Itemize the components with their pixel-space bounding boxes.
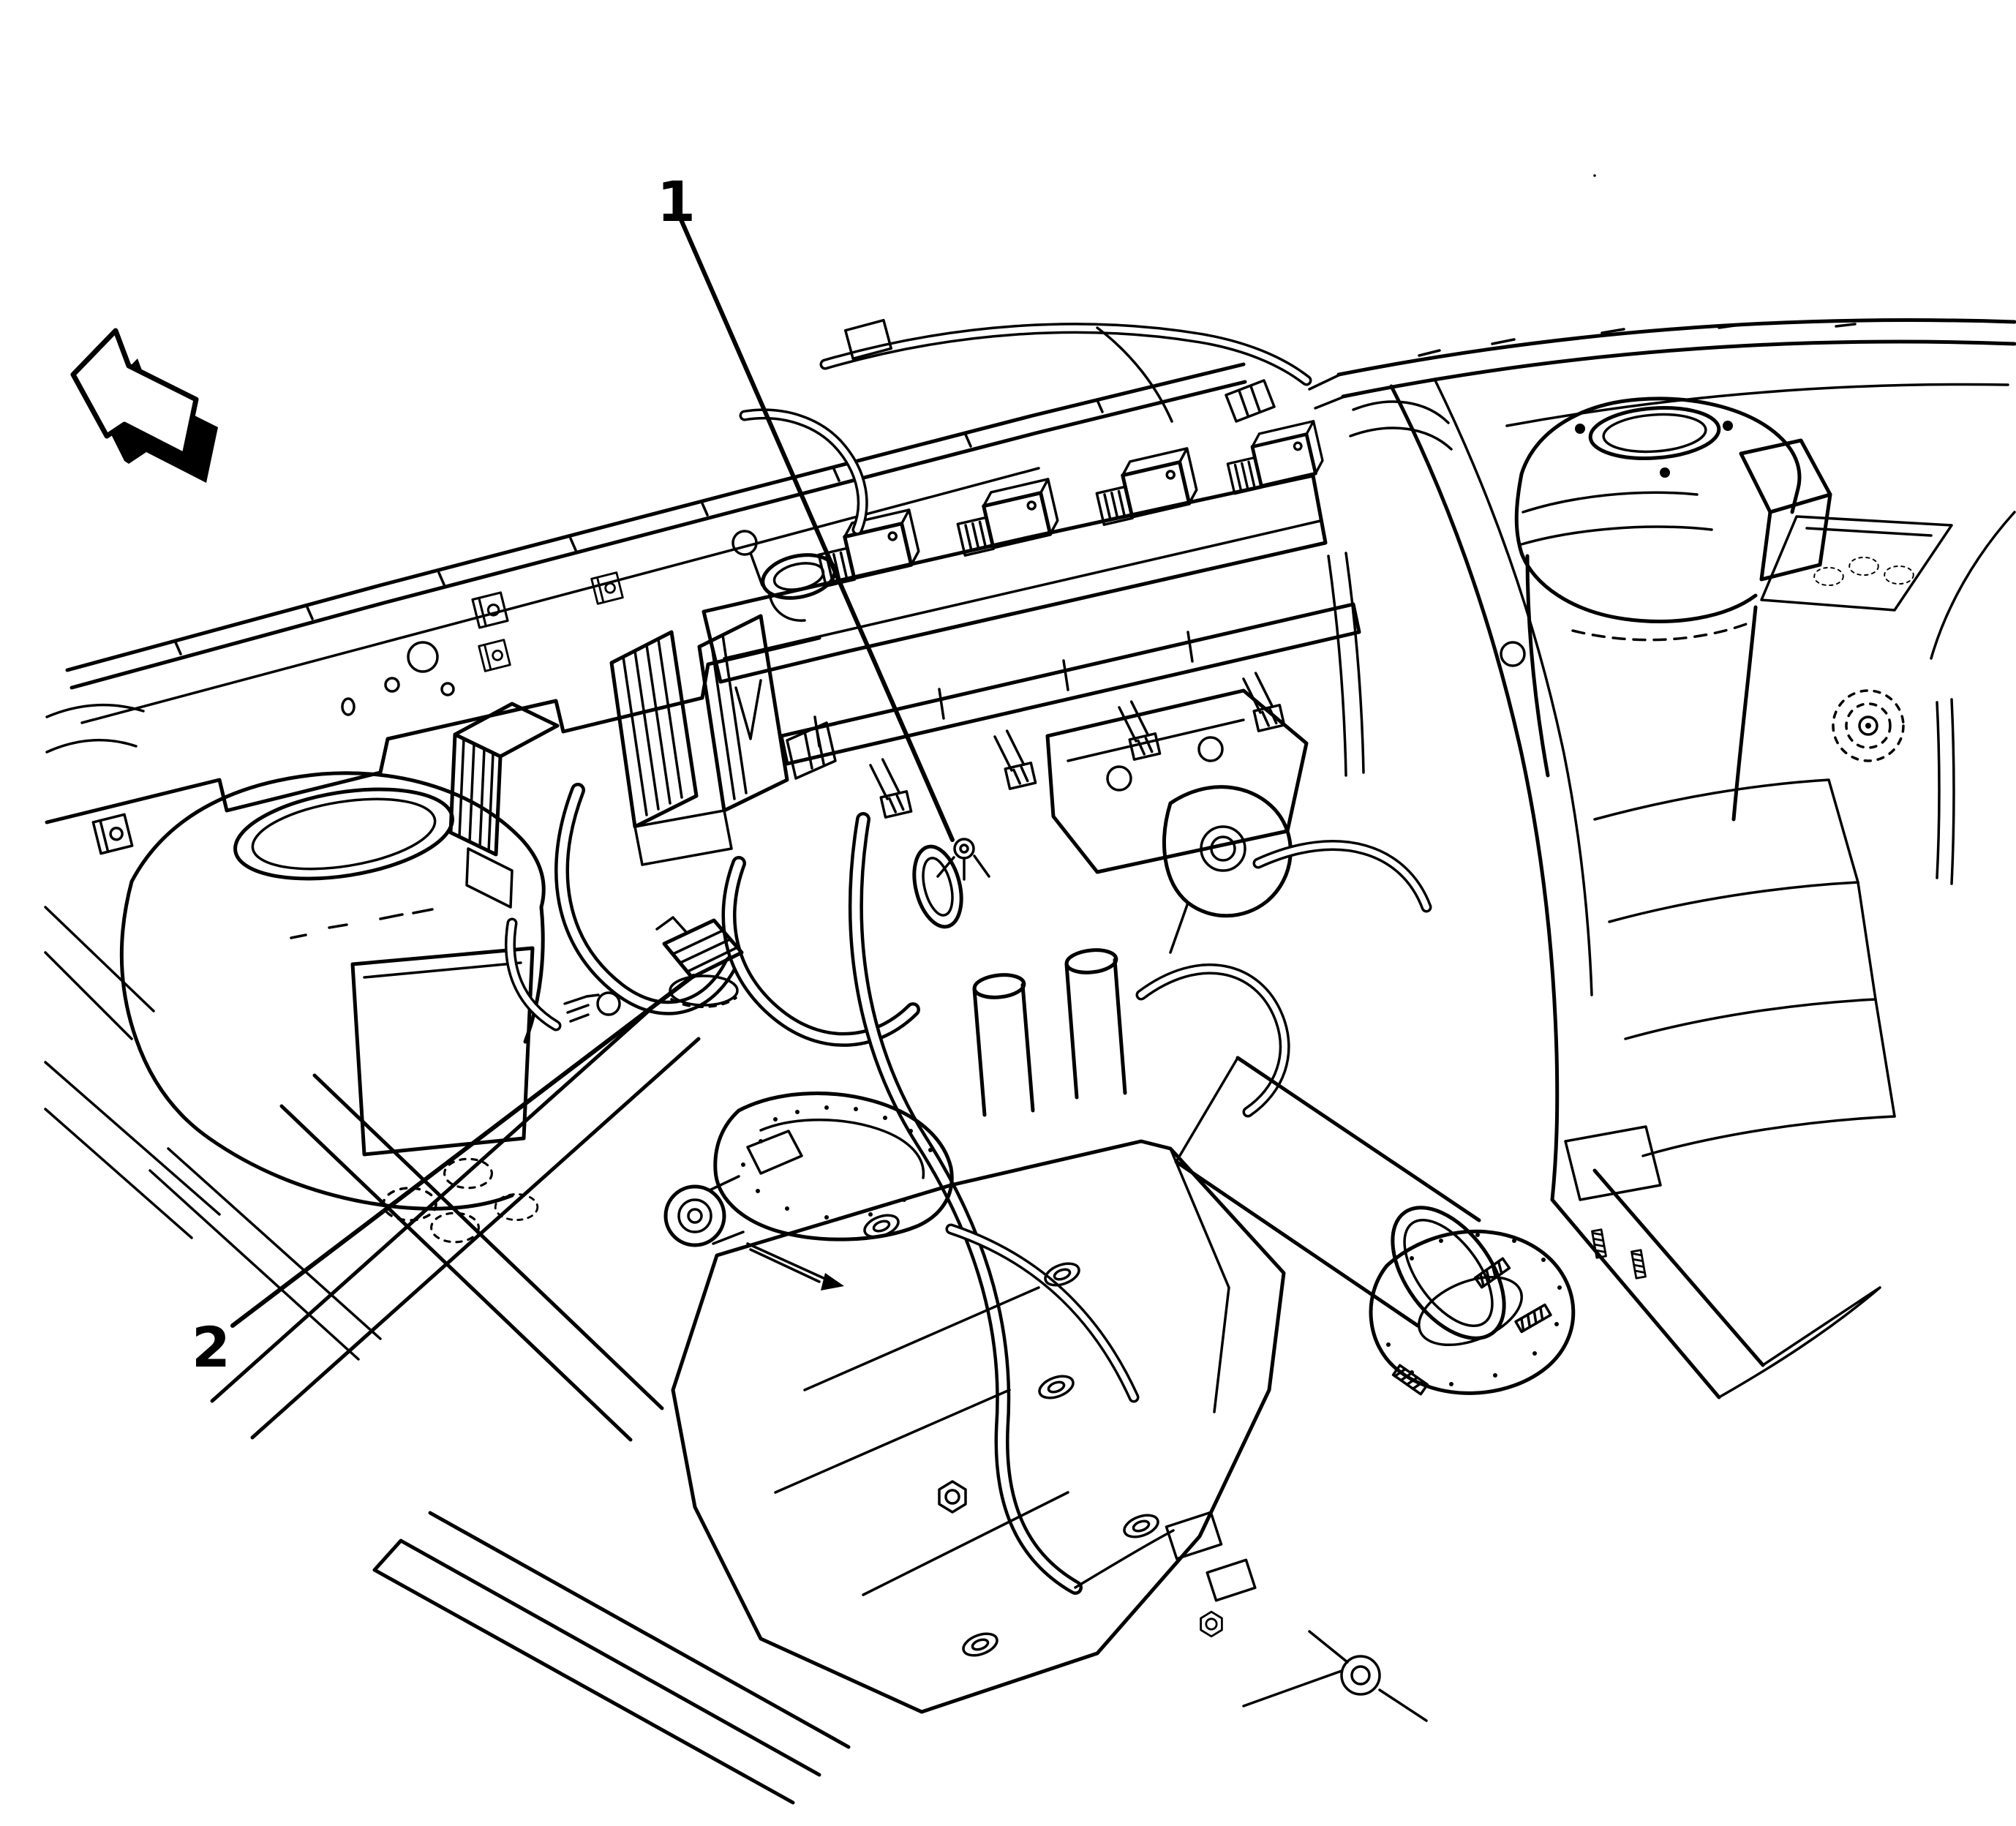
ring-terminal-item1 [936,838,990,881]
callout-1-label: 1 [657,169,696,234]
subframe-rails [44,1000,851,1805]
upper-harness-hoses [739,318,1453,777]
fuel-rail-injectors [779,602,1361,819]
main-wiring-harness [848,812,1257,1602]
clamp-bracket [1369,1125,1662,1396]
relay-bracket-connectors [448,614,837,909]
stud-bolt [563,991,621,1023]
starter-motor [1174,1056,1506,1340]
right-strut-tower [1500,174,1953,822]
harness-connector-item2 [655,916,744,1008]
windshield-base [1308,318,2016,427]
callout-1-leader [678,216,955,842]
cowl-panel [45,362,1247,855]
callout-2-leader [230,974,696,1328]
intake-ports-tubes [912,840,1432,1118]
callout-2: 2 [192,974,696,1380]
callout-2-label: 2 [192,1315,230,1380]
callout-1: 1 [657,169,955,842]
lower-linkage [1242,1630,1428,1722]
shift-switch-assembly [663,1092,954,1290]
valve-cover [702,473,1328,684]
engine-mount-bracket [1045,688,1309,954]
right-fender-panel [1389,379,2016,1399]
transmission-assembly [671,1139,1286,1714]
direction-arrow-icon [70,328,218,483]
